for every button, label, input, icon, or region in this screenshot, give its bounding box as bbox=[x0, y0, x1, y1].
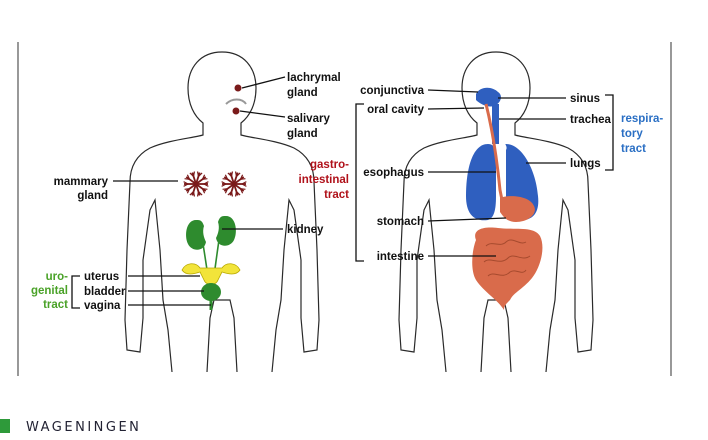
right-body-outline-right bbox=[495, 51, 594, 373]
label-lachrymal-1: lachrymal bbox=[287, 72, 341, 84]
left-body-figure bbox=[124, 51, 320, 373]
right-body-outline-left bbox=[398, 51, 497, 373]
label-esophagus: esophagus bbox=[363, 167, 424, 179]
leader-stomach bbox=[427, 217, 507, 222]
label-trachea: trachea bbox=[570, 114, 612, 126]
lachrymal-gland-marker bbox=[234, 84, 242, 92]
bracket-gastrointestinal bbox=[355, 103, 364, 262]
label-gastrointestinal-3: tract bbox=[324, 189, 349, 201]
left-body-outline-left bbox=[124, 51, 223, 373]
bladder-organ bbox=[201, 283, 221, 301]
label-sinus: sinus bbox=[570, 93, 600, 105]
salivary-gland-marker bbox=[232, 107, 240, 115]
mammary-gland-left bbox=[183, 171, 209, 197]
label-uterus: uterus bbox=[84, 271, 119, 283]
brand-wordmark: WAGENINGEN bbox=[26, 420, 141, 435]
leader-lachrymal bbox=[241, 76, 286, 89]
kidney-right bbox=[216, 216, 236, 246]
label-bladder: bladder bbox=[84, 286, 126, 298]
uterus-organ bbox=[181, 263, 241, 285]
label-respiratory-2: tory bbox=[621, 128, 643, 140]
esophagus-organ bbox=[484, 103, 504, 201]
label-lungs: lungs bbox=[570, 158, 601, 170]
salivary-gland-outline bbox=[225, 98, 247, 105]
label-vagina: vagina bbox=[84, 300, 121, 312]
label-urogenital-3: tract bbox=[43, 299, 68, 311]
intestine-organ bbox=[472, 227, 543, 310]
left-body-legs bbox=[206, 299, 238, 373]
leader-conjunctiva bbox=[427, 89, 479, 93]
trachea-organ bbox=[492, 104, 499, 144]
label-stomach: stomach bbox=[377, 216, 424, 228]
label-intestine: intestine bbox=[377, 251, 424, 263]
label-respiratory-1: respira- bbox=[621, 113, 663, 125]
bracket-respiratory bbox=[605, 94, 614, 171]
label-salivary-2: gland bbox=[287, 128, 318, 140]
label-kidney: kidney bbox=[287, 224, 324, 236]
intestine-folds bbox=[483, 239, 531, 277]
label-lachrymal-2: gland bbox=[287, 87, 318, 99]
label-mammary-2: gland bbox=[77, 190, 108, 202]
brand-square-icon bbox=[0, 419, 10, 433]
lung-left bbox=[466, 144, 496, 221]
label-mammary-1: mammary bbox=[54, 176, 109, 188]
mammary-gland-right bbox=[221, 171, 247, 197]
label-urogenital-1: uro- bbox=[46, 271, 69, 283]
bracket-urogenital bbox=[71, 275, 80, 309]
stomach-organ bbox=[500, 196, 535, 222]
sinus-organ bbox=[476, 87, 501, 107]
left-body-outline-right bbox=[221, 51, 320, 373]
label-conjunctiva: conjunctiva bbox=[360, 85, 425, 97]
leader-oral-cavity bbox=[427, 107, 485, 110]
right-body-legs bbox=[480, 299, 512, 373]
label-gastrointestinal-2: intestinal bbox=[299, 174, 349, 186]
label-salivary-1: salivary bbox=[287, 113, 330, 125]
leader-salivary bbox=[239, 110, 286, 118]
kidney-left bbox=[186, 220, 206, 250]
label-urogenital-2: genital bbox=[31, 285, 68, 297]
label-oral-cavity: oral cavity bbox=[367, 104, 424, 116]
label-gastrointestinal-1: gastro- bbox=[310, 159, 349, 171]
label-respiratory-3: tract bbox=[621, 143, 646, 155]
